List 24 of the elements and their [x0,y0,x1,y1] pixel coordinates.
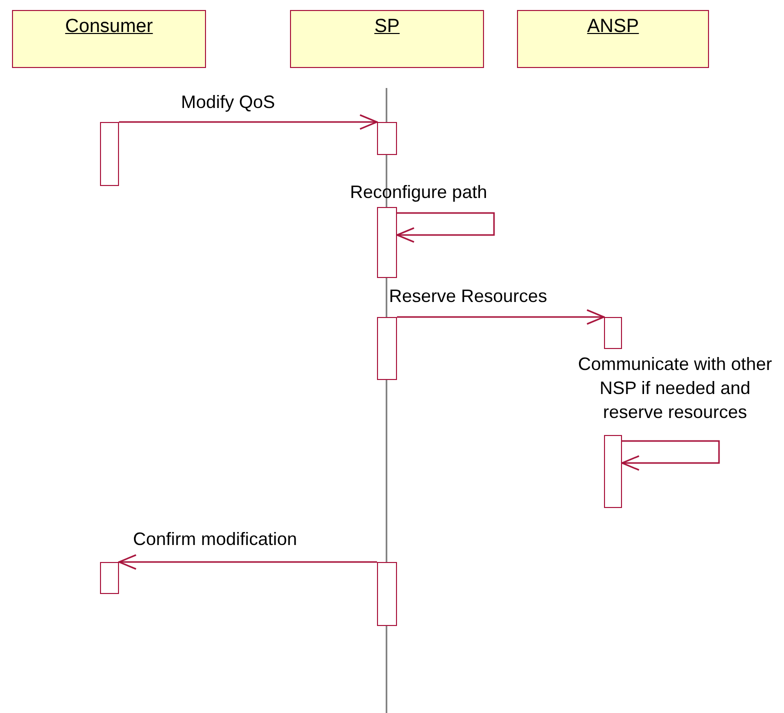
message-arrow [397,309,605,325]
message-label: Reconfigure path [350,181,488,204]
lifeline-header [517,10,709,68]
participant-name: ANSP [587,16,639,37]
message-arrow [119,114,378,130]
message-label: Communicate with other NSP if needed and reserve resources [576,353,774,424]
message-arrow [396,212,495,243]
activation-bar [100,562,119,594]
activation-bar [377,207,397,278]
lifeline-header [290,10,484,68]
message-arrow [621,440,720,471]
activation-bar [377,122,397,155]
activation-bar [604,435,622,508]
message-label: Modify QoS [181,91,276,114]
activation-bar [377,317,397,380]
lifeline-header [12,10,206,68]
participant-name: Consumer [65,16,153,37]
activation-bar [100,122,119,186]
message-arrow [118,554,377,570]
activation-bar [377,562,397,626]
message-label: Reserve Resources [389,285,548,308]
participant-name: SP [374,16,400,37]
message-label: Confirm modification [133,528,298,551]
activation-bar [604,317,622,349]
